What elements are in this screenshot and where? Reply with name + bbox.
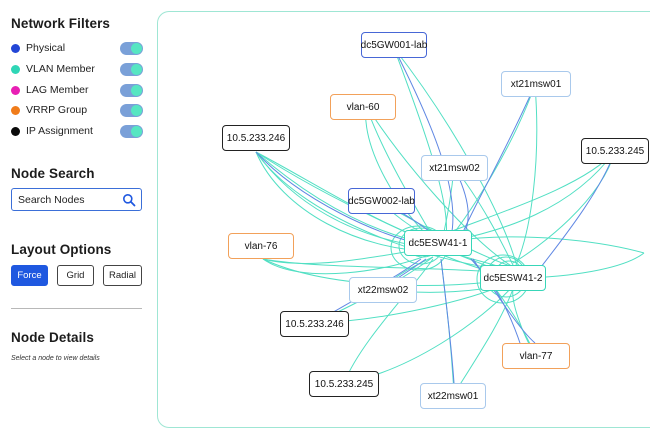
- vlan-member-toggle[interactable]: [120, 62, 143, 76]
- node-vlan-77[interactable]: vlan-77: [502, 343, 570, 369]
- node-xt22msw02[interactable]: xt22msw02: [349, 277, 417, 303]
- graph-edges: [255, 47, 645, 395]
- ip-assignment-color-dot: [11, 126, 20, 136]
- filter-label: VRRP Group: [26, 104, 88, 116]
- filter-vrrp-group: VRRP Group: [11, 102, 143, 118]
- node-dc5esw41-2[interactable]: dc5ESW41-2: [480, 265, 546, 291]
- node-xt21msw01[interactable]: xt21msw01: [501, 71, 571, 97]
- node-search-title: Node Search: [11, 166, 95, 181]
- layout-force-button[interactable]: Force: [11, 265, 48, 286]
- sidebar-divider: [11, 308, 142, 309]
- layout-grid-button[interactable]: Grid: [57, 265, 94, 286]
- layout-options-title: Layout Options: [11, 242, 112, 257]
- filter-vlan-member: VLAN Member: [11, 61, 143, 77]
- search-input[interactable]: [18, 193, 118, 206]
- search-icon[interactable]: [122, 193, 136, 207]
- ip-assignment-toggle[interactable]: [120, 124, 143, 138]
- node-details-hint: Select a node to view details: [11, 355, 100, 362]
- physical-color-dot: [11, 43, 20, 53]
- node-dc5esw41-1[interactable]: dc5ESW41-1: [404, 230, 472, 256]
- node-search-box: [11, 188, 142, 211]
- layout-radial-button[interactable]: Radial: [103, 265, 142, 286]
- node-10-5-233-246-b[interactable]: 10.5.233.246: [280, 311, 349, 337]
- filter-label: Physical: [26, 42, 66, 54]
- node-xt21msw02[interactable]: xt21msw02: [421, 155, 488, 181]
- node-10-5-233-245-a[interactable]: 10.5.233.245: [581, 138, 649, 164]
- node-vlan-60[interactable]: vlan-60: [330, 94, 396, 120]
- node-dc5gw002-lab[interactable]: dc5GW002-lab: [348, 188, 415, 214]
- node-details-title: Node Details: [11, 330, 94, 345]
- graph-canvas[interactable]: dc5GW001-lab vlan-60 xt21msw01 10.5.233.…: [157, 11, 650, 428]
- filter-label: LAG Member: [26, 84, 89, 96]
- lag-member-color-dot: [11, 85, 20, 95]
- filter-physical: Physical: [11, 40, 143, 56]
- sidebar: Network Filters Physical VLAN Member LAG…: [0, 0, 152, 433]
- filter-ip-assignment: IP Assignment: [11, 123, 143, 139]
- vlan-member-color-dot: [11, 64, 20, 74]
- filter-label: IP Assignment: [26, 125, 93, 137]
- filter-lag-member: LAG Member: [11, 82, 143, 98]
- filter-label: VLAN Member: [26, 63, 95, 75]
- node-vlan-76[interactable]: vlan-76: [228, 233, 294, 259]
- node-10-5-233-245-b[interactable]: 10.5.233.245: [309, 371, 379, 397]
- network-filters-title: Network Filters: [11, 16, 111, 31]
- node-10-5-233-246-a[interactable]: 10.5.233.246: [222, 125, 290, 151]
- vrrp-group-color-dot: [11, 105, 20, 115]
- physical-toggle[interactable]: [120, 41, 143, 55]
- vrrp-group-toggle[interactable]: [120, 103, 143, 117]
- node-dc5gw001-lab[interactable]: dc5GW001-lab: [361, 32, 427, 58]
- lag-member-toggle[interactable]: [120, 83, 143, 97]
- node-xt22msw01[interactable]: xt22msw01: [420, 383, 486, 409]
